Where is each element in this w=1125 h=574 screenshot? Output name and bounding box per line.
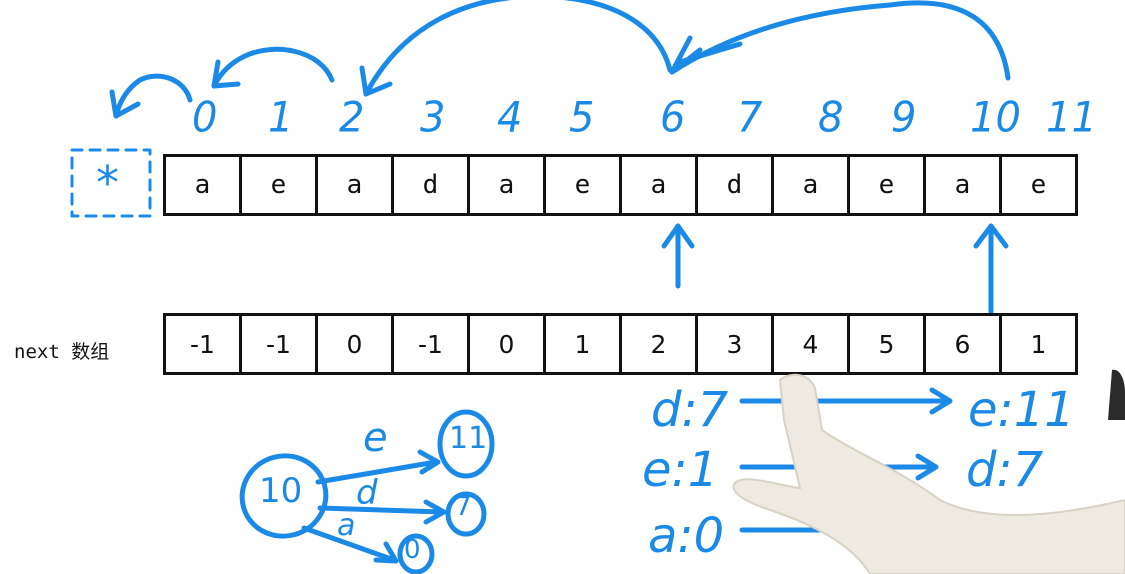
index-10: 10 <box>970 93 1021 143</box>
next-cell: 5 <box>847 313 926 375</box>
map-right-entry: d:7 <box>966 442 1044 498</box>
char-cell: a <box>467 154 546 216</box>
char-cell: e <box>239 154 318 216</box>
arc-10-to-6-head <box>669 35 743 75</box>
map-left-entry: e:1 <box>642 442 719 498</box>
arc-0-to-star <box>113 73 193 119</box>
next-cell: 1 <box>543 313 622 375</box>
next-cell: 4 <box>771 313 850 375</box>
index-8: 8 <box>818 93 844 143</box>
char-cell: e <box>543 154 622 216</box>
map-right-entry: e:11 <box>968 382 1075 438</box>
edge-label: e <box>363 415 388 461</box>
next-cell: 6 <box>923 313 1002 375</box>
char-cell: a <box>771 154 850 216</box>
map-right-entry: a: <box>966 500 1010 554</box>
arc-6-to-2-head <box>359 65 393 97</box>
next-cell: -1 <box>239 313 318 375</box>
index-2: 2 <box>339 93 365 143</box>
next-cell: 0 <box>315 313 394 375</box>
char-cell: a <box>163 154 242 216</box>
map-left-entry: d:7 <box>651 382 729 438</box>
index-9: 9 <box>891 93 917 143</box>
arc-0-to-star-head <box>109 89 141 119</box>
node-target: 7 <box>455 492 472 522</box>
next-cell: 1 <box>999 313 1078 375</box>
node-target: 11 <box>449 421 488 456</box>
edge-label: d <box>356 473 378 513</box>
index-6: 6 <box>660 93 686 143</box>
char-cell: a <box>315 154 394 216</box>
char-cell: a <box>923 154 1002 216</box>
char-cell: e <box>847 154 926 216</box>
node-target: 0 <box>404 535 421 565</box>
char-cell: d <box>695 154 774 216</box>
char-array: a e a d a e a d a e a e <box>163 154 1078 216</box>
next-cell: 0 <box>467 313 546 375</box>
arc-2-to-0 <box>211 46 335 89</box>
char-cell: e <box>999 154 1078 216</box>
next-cell: -1 <box>163 313 242 375</box>
arc-6-to-2 <box>363 0 673 97</box>
index-7: 7 <box>737 93 763 143</box>
index-4: 4 <box>497 93 523 143</box>
index-3: 3 <box>420 93 446 143</box>
index-11: 11 <box>1046 93 1097 143</box>
next-array: -1 -1 0 -1 0 1 2 3 4 5 6 1 <box>163 313 1078 375</box>
arc-2-to-0-head <box>211 59 241 89</box>
next-cell: -1 <box>391 313 470 375</box>
edge-label: a <box>337 508 356 543</box>
index-5: 5 <box>569 93 595 143</box>
map-left-entry: a:0 <box>648 508 725 564</box>
node-source: 10 <box>259 471 303 511</box>
next-cell: 3 <box>695 313 774 375</box>
char-cell: d <box>391 154 470 216</box>
char-cell: a <box>619 154 698 216</box>
next-cell: 2 <box>619 313 698 375</box>
index-1: 1 <box>268 93 294 143</box>
arc-10-to-6 <box>669 0 1011 81</box>
index-0: 0 <box>192 93 218 143</box>
next-array-label: next 数组 <box>14 341 110 363</box>
star-marker: * <box>96 156 119 210</box>
